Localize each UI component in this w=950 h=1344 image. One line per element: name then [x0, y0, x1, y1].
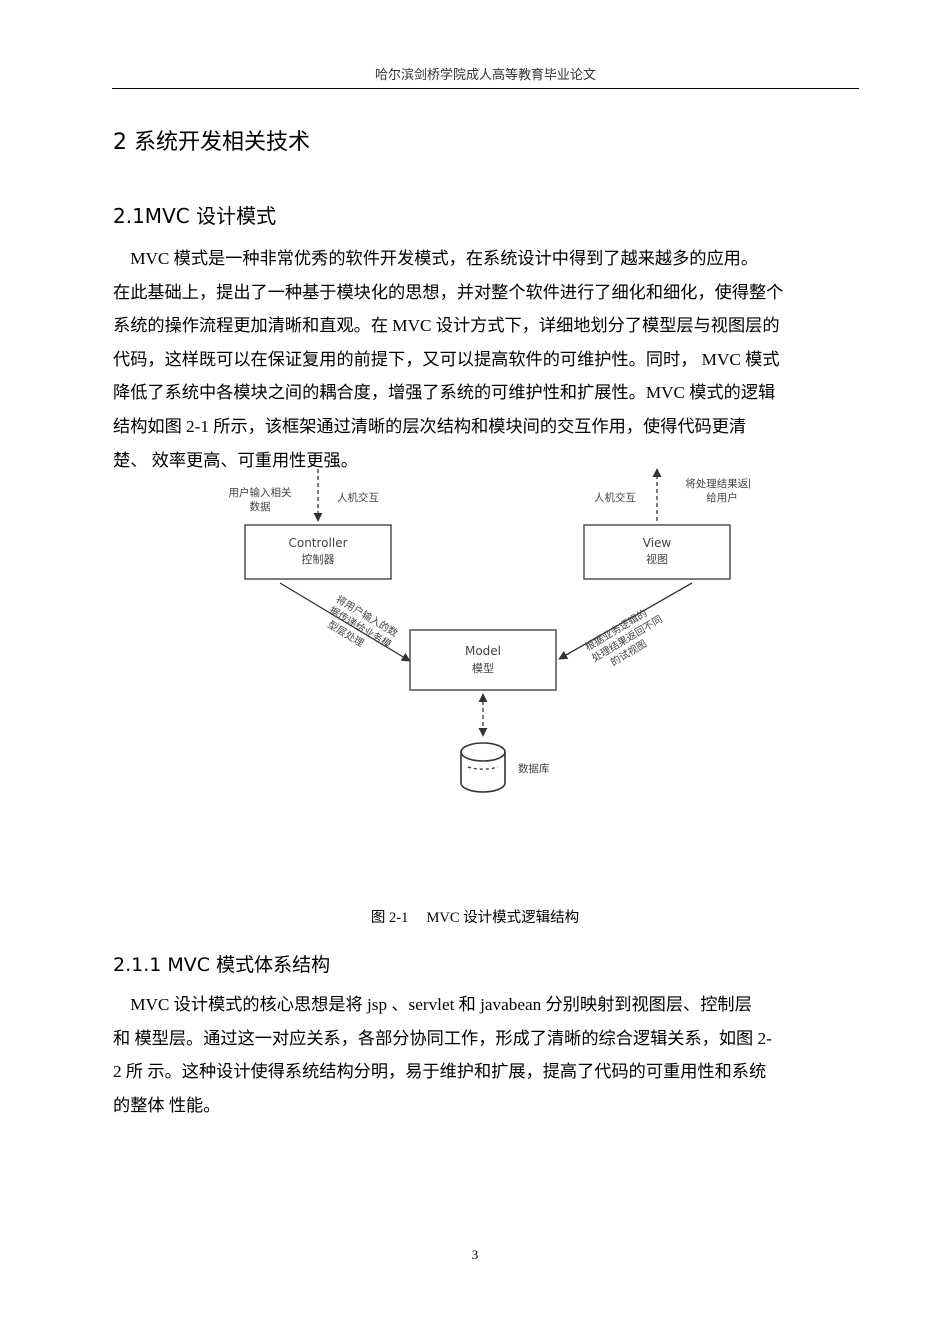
paragraph-line: 在此基础上，提出了一种基于模块化的思想，并对整个软件进行了细化和细化，使得整个 [113, 282, 784, 302]
mvc-diagram: Controller 控制器 View 视图 Model 模型 用户输入相关 数… [229, 468, 750, 793]
section-paragraph: MVC 模式是一种非常优秀的软件开发模式，在系统设计中得到了越来越多的应用。 在… [113, 242, 860, 477]
section-title: 2.1MVC 设计模式 [113, 204, 277, 228]
model-box [409, 629, 557, 691]
paragraph-line: 结构如图 2-1 所示，该框架通过清晰的层次结构和模块间的交互作用，使得代码更清 [113, 416, 747, 436]
model-label-cn: 模型 [472, 661, 494, 675]
hci-label-left: 人机交互 [337, 491, 379, 504]
view-label-en: View [643, 536, 672, 550]
controller-box [244, 524, 392, 580]
header-rule [112, 88, 859, 89]
view-label-cn: 视图 [646, 552, 668, 566]
controller-label-cn: 控制器 [302, 552, 335, 566]
return-label: 将处理结果返回 [685, 477, 750, 490]
left-arrow-label: 将用户输入的数 据传递给业务模 型层处理 [325, 592, 400, 650]
running-header: 哈尔滨剑桥学院成人高等教育毕业论文 [374, 67, 596, 82]
page-number: 3 [471, 1247, 479, 1262]
hci-label-right: 人机交互 [594, 491, 636, 504]
subsection-title: 2.1.1 MVC 模式体系结构 [113, 954, 331, 976]
view-box [583, 524, 731, 580]
paragraph-line: 的整体 性能。 [113, 1095, 221, 1115]
right-arrow-label: 根据业务逻辑的 处理结果返回不同 的试视图 [583, 606, 665, 668]
view-to-model-arrow [558, 582, 693, 660]
return-label: 给用户 [706, 491, 738, 504]
model-label-en: Model [465, 644, 501, 658]
database-label: 数据库 [518, 762, 550, 775]
paragraph-line: 和 模型层。通过这一对应关系，各部分协同工作，形成了清晰的综合逻辑关系，如图 2… [113, 1028, 772, 1048]
database-icon [460, 742, 506, 793]
paragraph-line: MVC 模式是一种非常优秀的软件开发模式，在系统设计中得到了越来越多的应用。 [113, 249, 759, 268]
user-input-label: 用户输入相关 [229, 486, 292, 499]
paragraph-line: 2 所 示。这种设计使得系统结构分明，易于维护和扩展，提高了代码的可重用性和系统 [113, 1062, 767, 1082]
paragraph-line: 降低了系统中各模块之间的耦合度，增强了系统的可维护性和扩展性。MVC 模式的逻辑 [113, 383, 776, 403]
paragraph-line: 代码，这样既可以在保证复用的前提下，又可以提高软件的可维护性。同时， MVC 模… [113, 349, 780, 369]
paragraph-line: MVC 设计模式的核心思想是将 jsp 、servlet 和 javabean … [113, 995, 752, 1014]
figure-caption: 图 2-1 MVC 设计模式逻辑结构 [370, 910, 580, 926]
subsection-paragraph: MVC 设计模式的核心思想是将 jsp 、servlet 和 javabean … [113, 988, 860, 1122]
chapter-title: 2 系统开发相关技术 [113, 130, 310, 155]
user-input-label: 数据 [250, 500, 271, 513]
controller-to-model-arrow [279, 582, 411, 662]
paragraph-line: 楚、 效率更高、可重用性更强。 [113, 450, 358, 470]
paragraph-line: 系统的操作流程更加清晰和直观。在 MVC 设计方式下，详细地划分了模型层与视图层… [113, 316, 780, 336]
controller-label-en: Controller [288, 536, 347, 550]
